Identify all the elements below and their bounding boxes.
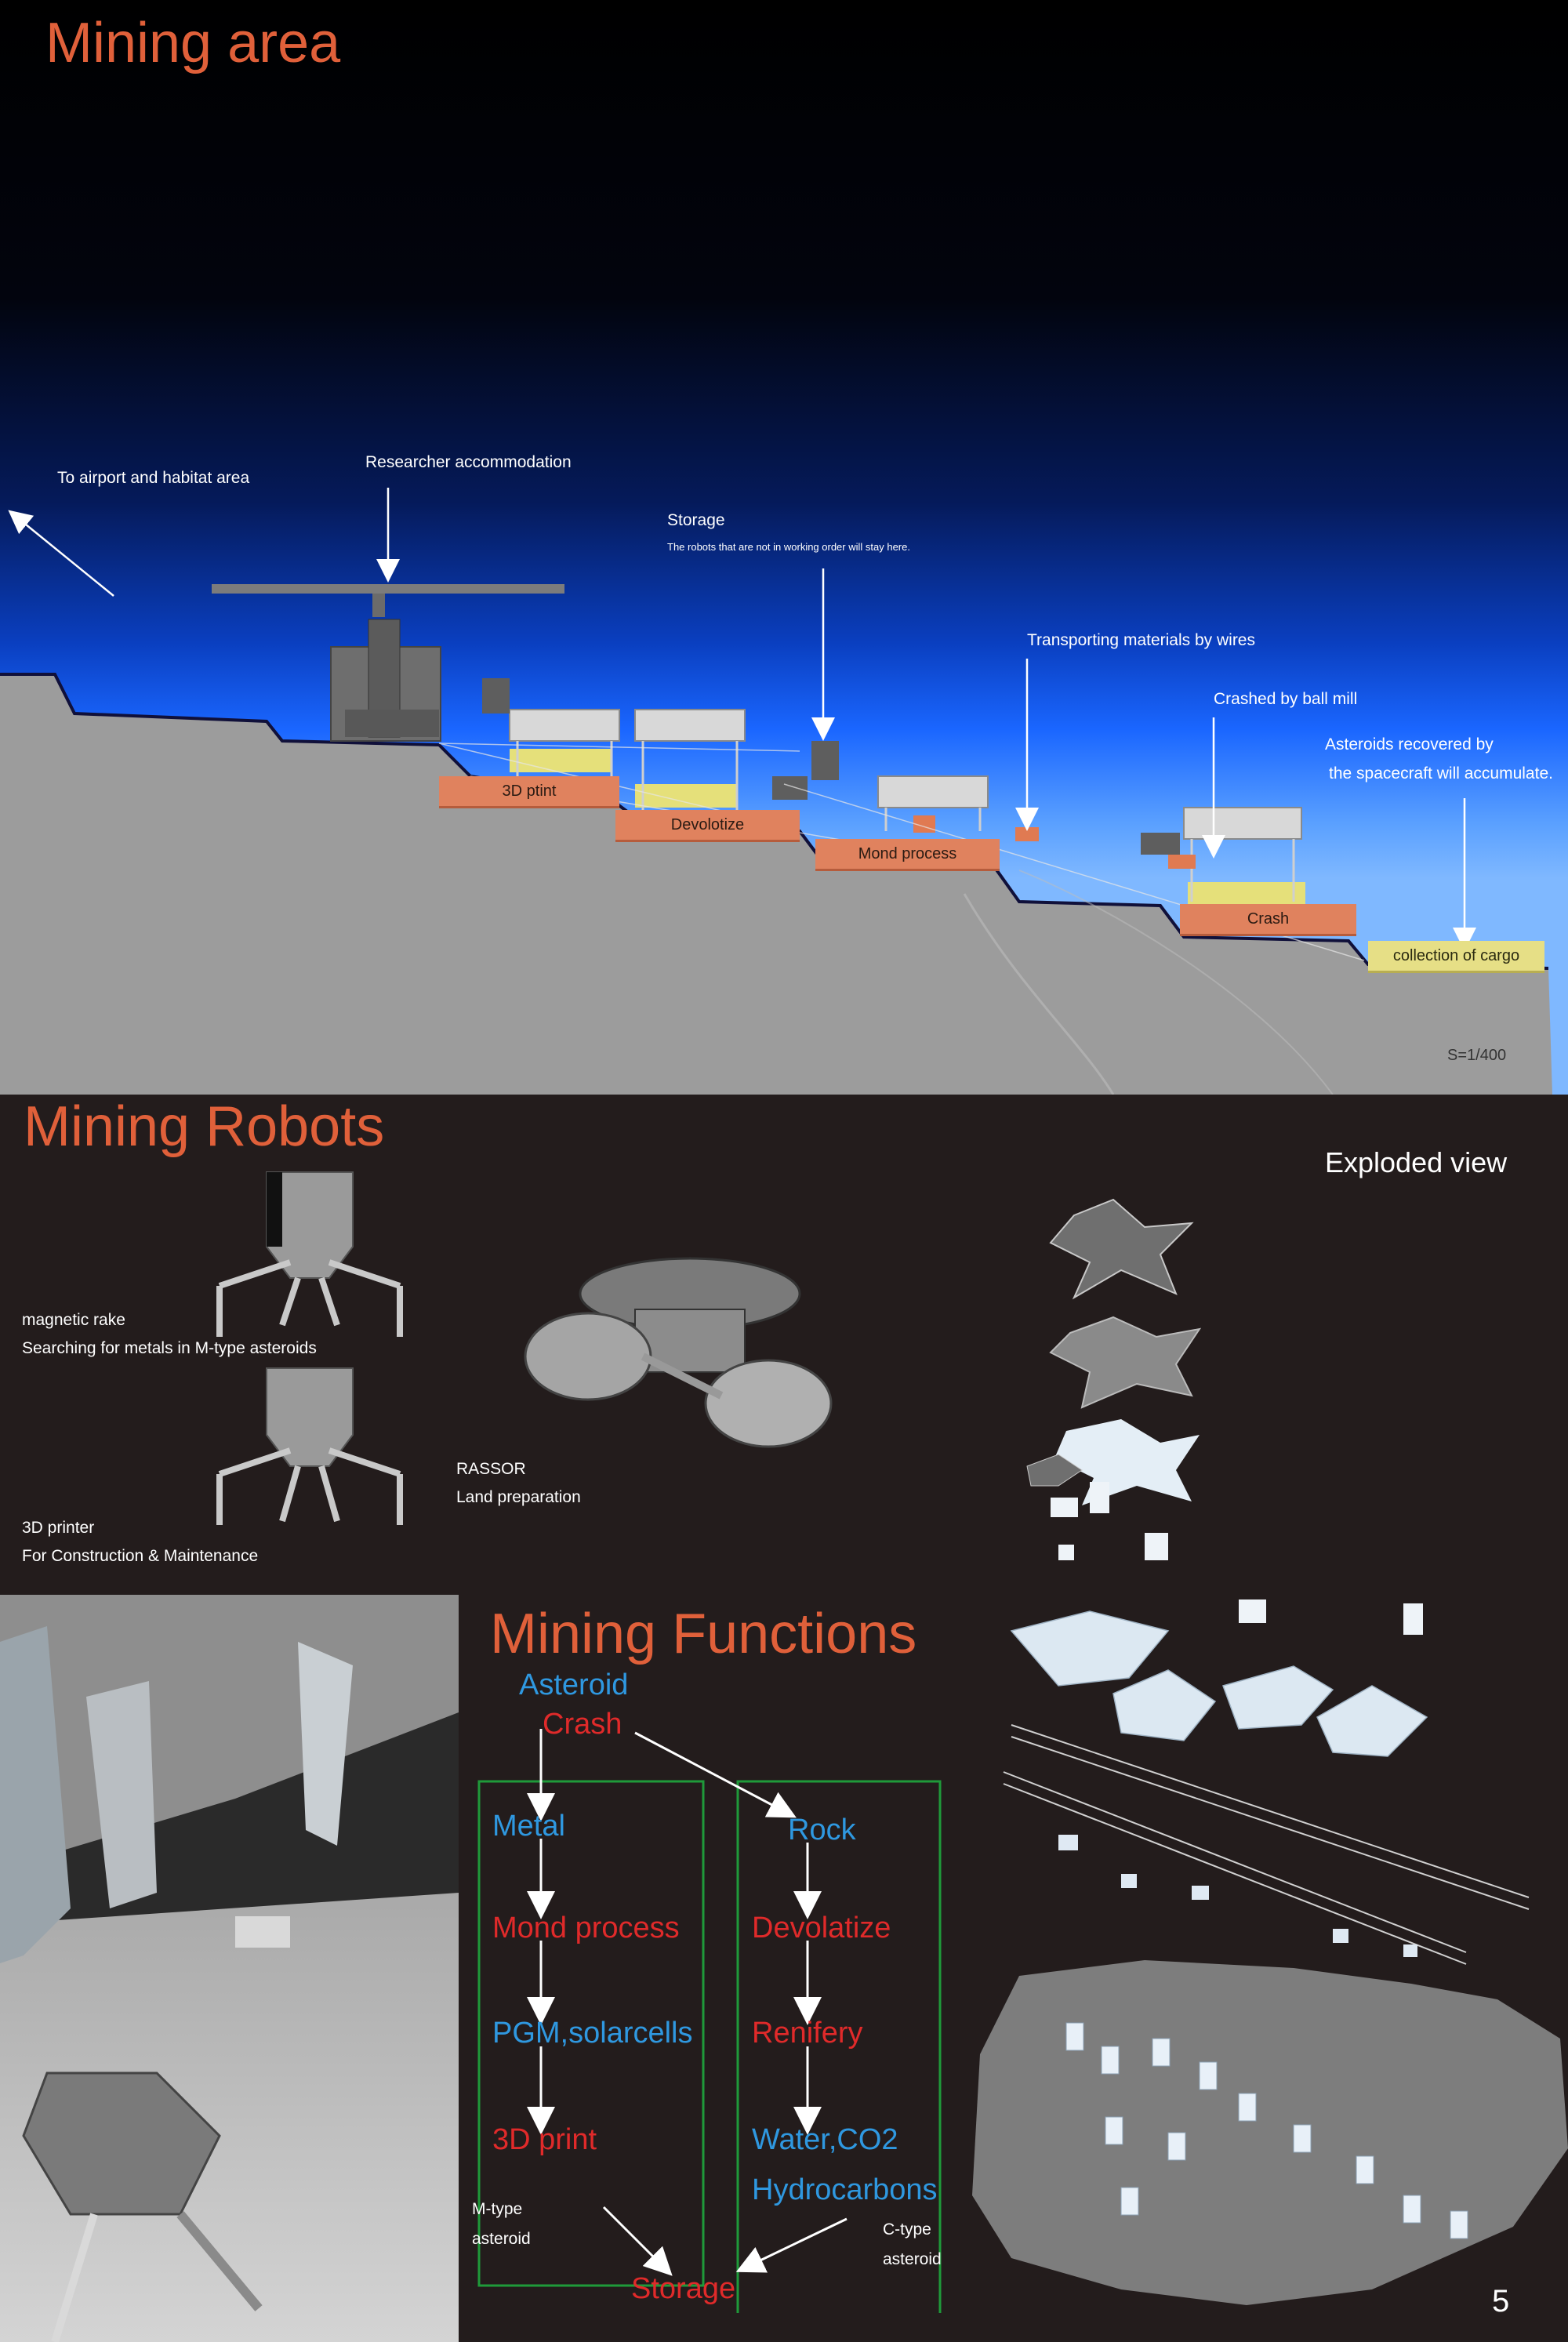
mining-area-section: Mining area To airport and habitat area …: [0, 0, 1568, 1095]
fn-metal: Metal: [492, 1810, 565, 1843]
robot-magnetic-rake-desc: Searching for metals in M-type asteroids: [22, 1339, 317, 1357]
fn-hydrocarbons: Hydrocarbons: [752, 2173, 938, 2206]
pad-mond-process: Mond process: [815, 839, 1000, 871]
m-type-label-line2: asteroid: [472, 2230, 531, 2248]
magnetic-rake-robot-image: [216, 1171, 403, 1337]
robot-rassor-desc: Land preparation: [456, 1488, 581, 1506]
mining-area-title: Mining area: [45, 12, 341, 74]
label-storage: Storage: [667, 511, 725, 529]
fn-water-co2: Water,CO2: [752, 2123, 898, 2156]
pad-collection-of-cargo: collection of cargo: [1368, 941, 1544, 973]
fn-pgm-solarcells: PGM,solarcells: [492, 2017, 693, 2050]
exploded-view-label: Exploded view: [1325, 1146, 1508, 1178]
mining-area-illustration: [0, 488, 1552, 1095]
mining-robots-title: Mining Robots: [24, 1095, 385, 1158]
fn-rock: Rock: [788, 1814, 856, 1846]
pad-devolotize: Devolotize: [615, 810, 800, 842]
fn-asteroid: Asteroid: [519, 1668, 629, 1701]
fn-mond-process: Mond process: [492, 1912, 680, 1944]
robot-3d-printer-name: 3D printer: [22, 1519, 95, 1537]
c-type-label-line1: C-type: [883, 2220, 931, 2239]
mining-functions-flowchart: [477, 1729, 942, 2313]
label-accommodation: Researcher accommodation: [365, 453, 572, 471]
fn-storage: Storage: [631, 2272, 736, 2305]
fn-3d-print: 3D print: [492, 2123, 597, 2156]
rock-chain-box: [736, 1780, 942, 2313]
label-wires: Transporting materials by wires: [1027, 631, 1255, 649]
robot-rassor-name: RASSOR: [456, 1460, 526, 1478]
scale-label: S=1/400: [1447, 1047, 1507, 1064]
m-type-label-line1: M-type: [472, 2200, 523, 2218]
pad-3d-print: 3D ptint: [439, 776, 619, 808]
label-storage-note: The robots that are not in working order…: [667, 541, 910, 553]
label-recovered-line1: Asteroids recovered by: [1325, 735, 1494, 753]
fn-renifery: Renifery: [752, 2017, 863, 2050]
label-ball-mill: Crashed by ball mill: [1214, 690, 1358, 708]
fn-devolatize: Devolatize: [752, 1912, 891, 1944]
fn-crash: Crash: [543, 1708, 622, 1741]
pad-crash: Crash: [1180, 904, 1356, 936]
c-type-label-line2: asteroid: [883, 2250, 942, 2268]
mining-interior-render-image: [0, 1595, 459, 2342]
mining-functions-title: Mining Functions: [490, 1603, 917, 1665]
rassor-robot-image: [524, 1257, 833, 1448]
label-airport: To airport and habitat area: [57, 469, 250, 487]
page-number: 5: [1492, 2284, 1510, 2318]
3d-printer-robot-image: [216, 1367, 403, 1525]
label-recovered-line2: the spacecraft will accumulate.: [1329, 764, 1553, 782]
robot-magnetic-rake-name: magnetic rake: [22, 1311, 125, 1329]
metal-chain-box: [477, 1780, 705, 2287]
robot-3d-printer-desc: For Construction & Maintenance: [22, 1547, 259, 1565]
exploded-view-illustration: [972, 1198, 1568, 2305]
terrain-ground: [0, 674, 1552, 1095]
